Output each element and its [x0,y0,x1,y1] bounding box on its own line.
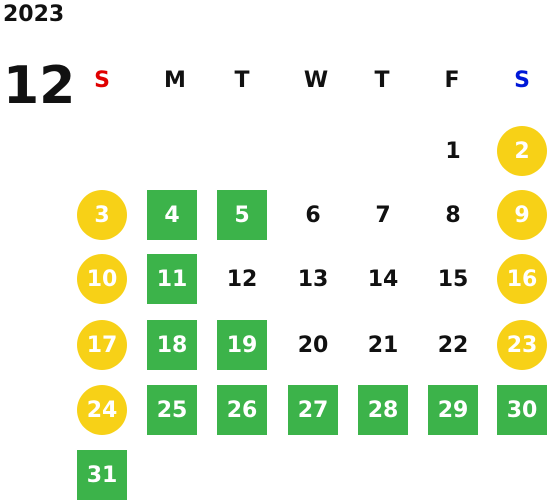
weekday-header-6: S [514,68,530,93]
day-cell-22[interactable]: 22 [437,332,469,358]
day-cell-13[interactable]: 13 [297,266,329,292]
day-cell-24[interactable]: 24 [77,385,127,435]
day-cell-15[interactable]: 15 [437,266,469,292]
day-cell-4[interactable]: 4 [147,190,197,240]
day-cell-17[interactable]: 17 [77,320,127,370]
day-cell-6[interactable]: 6 [305,202,321,228]
day-cell-30[interactable]: 30 [497,385,547,435]
day-cell-21[interactable]: 21 [367,332,399,358]
day-cell-8[interactable]: 8 [445,202,461,228]
day-cell-10[interactable]: 10 [77,254,127,304]
day-cell-31[interactable]: 31 [77,450,127,500]
day-cell-27[interactable]: 27 [288,385,338,435]
day-cell-14[interactable]: 14 [367,266,399,292]
day-cell-28[interactable]: 28 [358,385,408,435]
day-cell-18[interactable]: 18 [147,320,197,370]
day-cell-12[interactable]: 12 [226,266,258,292]
day-cell-2[interactable]: 2 [497,126,547,176]
day-cell-19[interactable]: 19 [217,320,267,370]
weekday-header-5: F [444,68,460,93]
day-cell-7[interactable]: 7 [375,202,391,228]
day-cell-20[interactable]: 20 [297,332,329,358]
day-cell-29[interactable]: 29 [428,385,478,435]
year-label: 2023 [3,2,65,27]
day-cell-5[interactable]: 5 [217,190,267,240]
day-cell-16[interactable]: 16 [497,254,547,304]
weekday-header-0: S [94,68,110,93]
weekday-header-1: M [164,68,186,93]
weekday-header-2: T [234,68,250,93]
weekday-header-3: W [303,68,329,93]
day-cell-1[interactable]: 1 [445,138,461,164]
month-number: 12 [3,56,76,116]
day-cell-25[interactable]: 25 [147,385,197,435]
weekday-header-4: T [374,68,390,93]
day-cell-3[interactable]: 3 [77,190,127,240]
day-cell-23[interactable]: 23 [497,320,547,370]
day-cell-9[interactable]: 9 [497,190,547,240]
day-cell-26[interactable]: 26 [217,385,267,435]
day-cell-11[interactable]: 11 [147,254,197,304]
